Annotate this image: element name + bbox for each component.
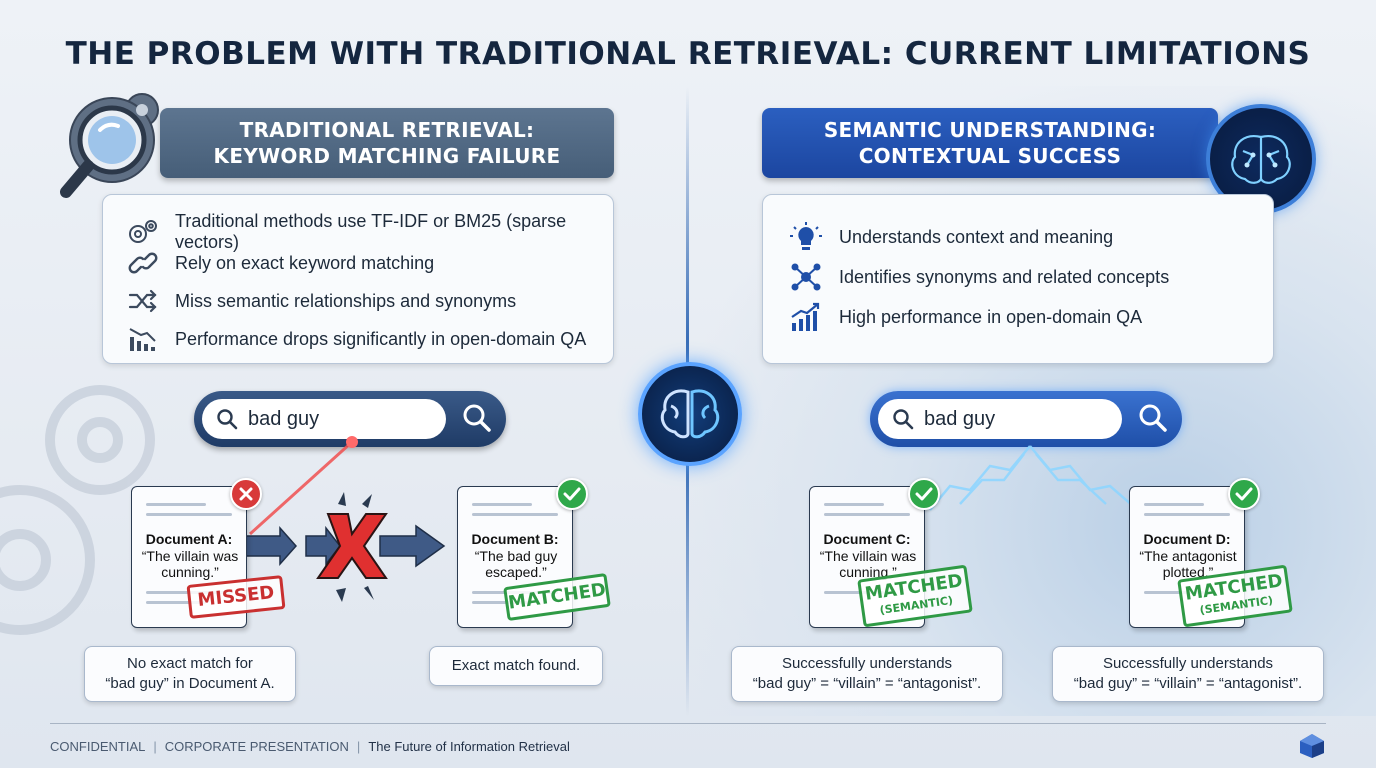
shuffle-icon bbox=[128, 289, 157, 313]
callout-doc-b: Exact match found. bbox=[429, 646, 603, 686]
chart-up-icon bbox=[791, 302, 820, 331]
left-features-box: Traditional methods use TF-IDF or BM25 (… bbox=[102, 194, 614, 364]
right-header-line1: SEMANTIC UNDERSTANDING: bbox=[823, 118, 1157, 142]
doc-name: Document A: bbox=[145, 531, 233, 547]
left-search-button[interactable] bbox=[462, 403, 492, 438]
chart-down-icon bbox=[129, 328, 156, 351]
feature-item: Performance drops significantly in open-… bbox=[127, 325, 586, 353]
fail-badge-icon bbox=[230, 478, 262, 510]
gears-icon bbox=[129, 220, 157, 243]
search-query: bad guy bbox=[924, 407, 996, 430]
callout-doc-c: Successfully understands “bad guy” = “vi… bbox=[731, 646, 1003, 702]
gears-decoration-icon bbox=[0, 385, 155, 635]
right-header-line2: CONTEXTUAL SUCCESS bbox=[858, 144, 1122, 168]
company-logo-icon bbox=[1300, 734, 1324, 758]
lightning-connector bbox=[929, 445, 1141, 513]
link-icon bbox=[128, 252, 158, 274]
feature-text: Performance drops significantly in open-… bbox=[175, 328, 587, 349]
feature-text: Miss semantic relationships and synonyms bbox=[175, 290, 517, 311]
feature-text: Traditional methods use TF-IDF or BM25 (… bbox=[175, 211, 567, 252]
fail-x-icon bbox=[316, 513, 388, 579]
right-search-bar: bad guy bbox=[870, 391, 1182, 447]
feature-text: High performance in open-domain QA bbox=[839, 306, 1143, 327]
left-search-input[interactable]: bad guy bbox=[202, 399, 446, 439]
doc-quote: “The villain was cunning.” bbox=[141, 548, 239, 580]
doc-quote: “The villain was cunning.” bbox=[819, 548, 917, 580]
network-icon bbox=[791, 263, 821, 291]
feature-item: Identifies synonyms and related concepts bbox=[789, 261, 1169, 293]
footer-divider bbox=[50, 723, 1326, 724]
check-badge-icon bbox=[908, 478, 940, 510]
magnifier-gear-icon bbox=[56, 88, 176, 208]
feature-item: High performance in open-domain QA bbox=[789, 301, 1142, 333]
doc-name: Document D: bbox=[1143, 531, 1231, 547]
footer: CONFIDENTIAL|CORPORATE PRESENTATION|The … bbox=[50, 739, 570, 754]
feature-item: Understands context and meaning bbox=[789, 221, 1113, 253]
failure-connector bbox=[245, 436, 446, 602]
left-search-bar: bad guy bbox=[194, 391, 506, 447]
feature-item: Rely on exact keyword matching bbox=[127, 249, 434, 277]
doc-name: Document B: bbox=[471, 531, 559, 547]
right-search-button[interactable] bbox=[1138, 403, 1168, 438]
search-icon bbox=[463, 404, 491, 432]
right-search-input[interactable]: bad guy bbox=[878, 399, 1122, 439]
doc-name: Document C: bbox=[823, 531, 911, 547]
search-icon bbox=[1139, 404, 1167, 432]
check-badge-icon bbox=[1228, 478, 1260, 510]
footer-presentation: CORPORATE PRESENTATION bbox=[164, 739, 349, 754]
feature-text: Rely on exact keyword matching bbox=[175, 252, 435, 273]
doc-quote: “The bad guy escaped.” bbox=[474, 548, 558, 580]
feature-item: Miss semantic relationships and synonyms bbox=[127, 287, 516, 315]
check-badge-icon bbox=[556, 478, 588, 510]
search-icon bbox=[893, 409, 914, 430]
left-header-line1: TRADITIONAL RETRIEVAL: bbox=[239, 118, 535, 142]
footer-topic: The Future of Information Retrieval bbox=[368, 739, 570, 754]
search-query: bad guy bbox=[248, 407, 320, 430]
left-header-line2: KEYWORD MATCHING FAILURE bbox=[213, 144, 561, 168]
feature-item: Traditional methods use TF-IDF or BM25 (… bbox=[127, 211, 613, 253]
left-section-header: TRADITIONAL RETRIEVAL: KEYWORD MATCHING … bbox=[160, 108, 614, 178]
feature-text: Identifies synonyms and related concepts bbox=[839, 266, 1170, 287]
page-title: THE PROBLEM WITH TRADITIONAL RETRIEVAL: … bbox=[65, 36, 1311, 72]
lightbulb-icon bbox=[790, 222, 822, 250]
callout-doc-d: Successfully understands “bad guy” = “vi… bbox=[1052, 646, 1324, 702]
right-features-box: Understands context and meaning Identifi… bbox=[762, 194, 1274, 364]
footer-confidential: CONFIDENTIAL bbox=[50, 739, 146, 754]
right-section-header: SEMANTIC UNDERSTANDING: CONTEXTUAL SUCCE… bbox=[762, 108, 1218, 178]
search-icon bbox=[217, 409, 238, 430]
center-brain-icon bbox=[638, 362, 742, 466]
callout-doc-a: No exact match for “bad guy” in Document… bbox=[84, 646, 296, 702]
feature-text: Understands context and meaning bbox=[839, 226, 1114, 247]
